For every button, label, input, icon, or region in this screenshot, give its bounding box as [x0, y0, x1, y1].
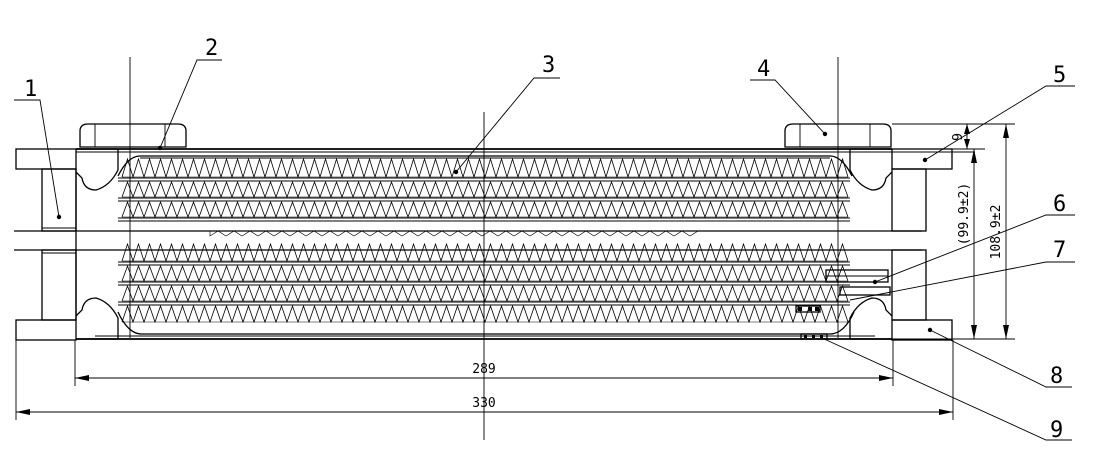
- fin-row-3: [121, 200, 849, 219]
- fin-row-1: [121, 157, 849, 179]
- left-end-block: [15, 148, 119, 341]
- label-5: 5: [1053, 63, 1066, 88]
- right-end-block: [849, 148, 953, 341]
- bolt-head-left: [79, 123, 187, 148]
- fin-row-5: [121, 264, 849, 283]
- corrugated-fin-rows: [121, 157, 849, 324]
- fin-band-edge: [209, 230, 699, 237]
- dimension-lines: [16, 124, 1009, 415]
- fin-row-6: [121, 284, 849, 303]
- fin-row-7: [121, 304, 849, 324]
- fin-row-2: [121, 180, 849, 199]
- label-8: 8: [1050, 364, 1063, 389]
- leader-lines: [14, 59, 1075, 441]
- label-1: 1: [24, 77, 37, 102]
- label-3: 3: [542, 53, 555, 78]
- dim-108-9: 108.9±2: [989, 205, 1004, 260]
- center-tube-band: [14, 227, 922, 254]
- dim-289: 289: [472, 362, 495, 377]
- dim-99-9: (99.9±2): [957, 183, 972, 246]
- center-lines: [129, 57, 839, 440]
- label-2: 2: [205, 36, 218, 61]
- label-4: 4: [757, 57, 770, 82]
- label-6: 6: [1053, 192, 1066, 217]
- fin-row-4: [121, 242, 849, 263]
- bolt-head-right: [784, 123, 892, 148]
- dim-330: 330: [472, 396, 495, 411]
- port-details: [795, 269, 891, 340]
- label-9: 9: [1050, 418, 1063, 443]
- dim-9: 9: [951, 133, 966, 141]
- label-7: 7: [1053, 238, 1066, 263]
- top-plate: [76, 148, 975, 177]
